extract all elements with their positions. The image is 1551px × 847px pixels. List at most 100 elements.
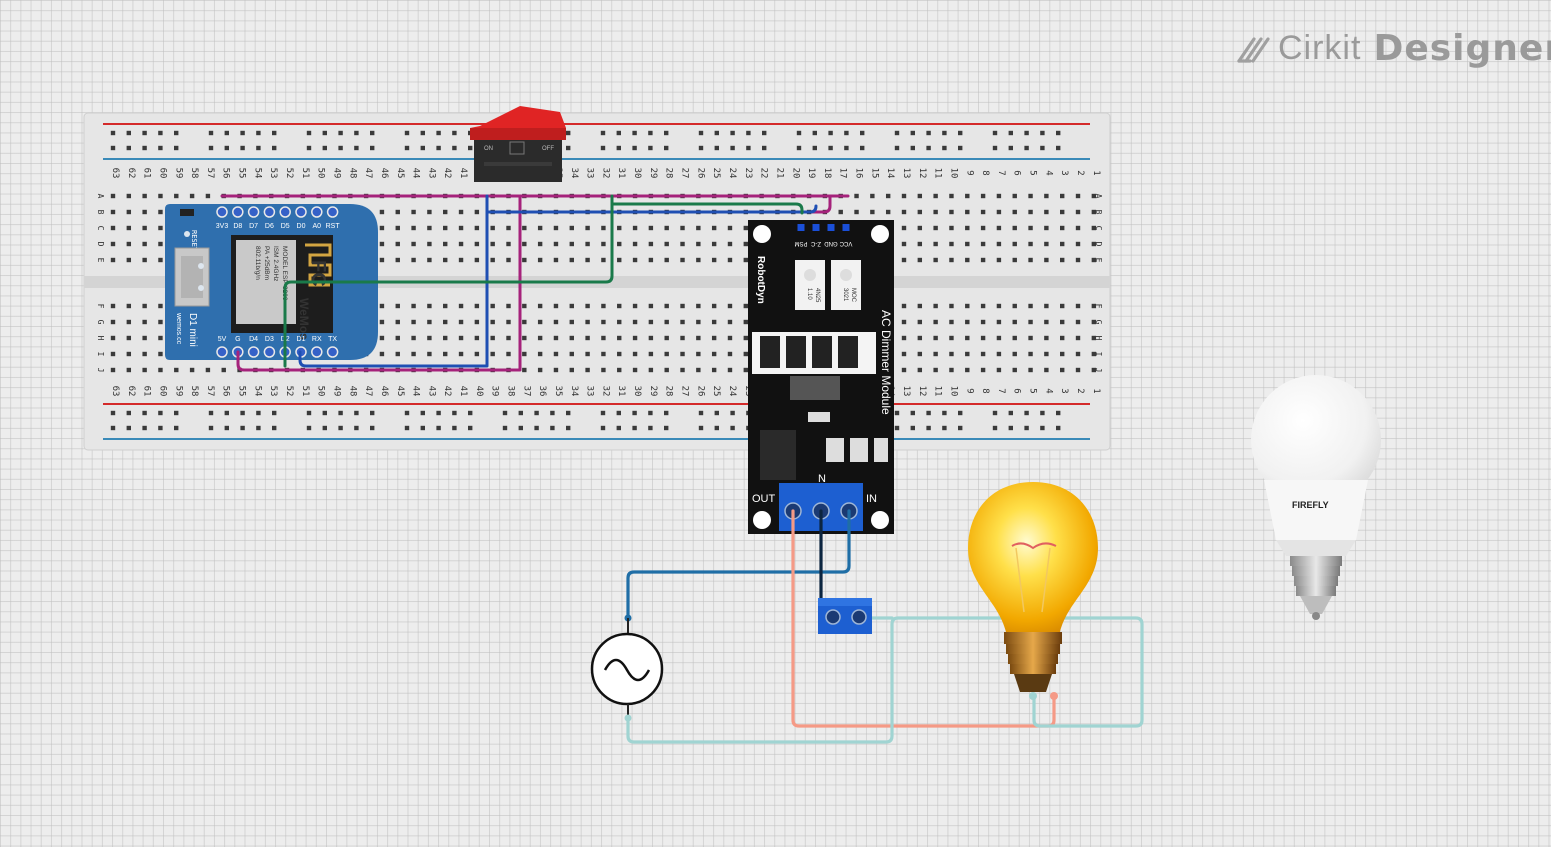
column-number: 31 [616, 168, 626, 179]
column-number: 31 [616, 386, 626, 397]
column-number: 29 [648, 168, 658, 179]
board-name: D1 mini [187, 313, 198, 347]
column-number: 24 [727, 168, 737, 179]
row-letter: C [1094, 226, 1103, 231]
reset-button-icon[interactable] [180, 209, 194, 216]
led-bulb[interactable]: FIREFLY [1251, 375, 1381, 620]
wemos-pin-d3[interactable] [263, 346, 276, 358]
column-number: 26 [695, 168, 705, 179]
firefly-brand: FIREFLY [1292, 500, 1329, 510]
column-number: 16 [854, 168, 864, 179]
terminal-block[interactable] [818, 598, 872, 634]
column-number: 24 [727, 386, 737, 397]
column-number: 35 [553, 386, 563, 397]
column-number: 23 [743, 386, 753, 397]
dimmer-pin-vcc[interactable] [842, 224, 850, 231]
module-text: MODEL ESP-8266 [281, 246, 288, 301]
mount-hole-icon [753, 225, 771, 243]
module-text: 802.11b/g/n [254, 246, 261, 280]
row-letter: I [96, 352, 105, 357]
column-number: 3 [1059, 388, 1069, 393]
column-number: 44 [411, 386, 421, 397]
wire-magenta-dimmer [518, 194, 832, 214]
column-number: 56 [221, 386, 231, 397]
terminal-screw-2[interactable] [851, 609, 867, 625]
column-number: 25 [711, 386, 721, 397]
column-number: 51 [300, 386, 310, 397]
wemos-pin-d7[interactable] [247, 206, 260, 218]
wire-blue-gnd [485, 204, 818, 214]
wemos-pin-label: D0 [297, 223, 306, 230]
column-number: 46 [379, 386, 389, 397]
column-number: 38 [506, 386, 516, 397]
column-number: 43 [426, 168, 436, 179]
optocoupler-moc3021 [831, 260, 861, 310]
column-number: 10 [948, 386, 958, 397]
terminal-screw-1[interactable] [825, 609, 841, 625]
column-number: 60 [157, 168, 167, 179]
row-letter: C [96, 226, 105, 231]
filament-icon [1011, 542, 1057, 550]
triac-icon [790, 376, 840, 400]
wemos-pin-rx[interactable] [311, 346, 323, 358]
column-number: 52 [284, 168, 294, 179]
wemos-pin-a0[interactable] [311, 206, 323, 218]
row-letter: G [96, 320, 105, 325]
wemos-pin-d6[interactable] [263, 206, 276, 218]
out-label: OUT [752, 493, 776, 505]
column-number: 30 [632, 168, 642, 179]
column-number: 20 [790, 168, 800, 179]
wemos-pin-label: D5 [281, 223, 290, 230]
module-text: ISM 2.4GHz [272, 246, 279, 281]
column-number: 39 [490, 386, 500, 397]
dimmer-pin-gnd[interactable] [827, 224, 835, 231]
column-number: 4 [1043, 170, 1053, 175]
wemos-pin-3v3[interactable] [216, 206, 228, 218]
wemos-pin-d4[interactable] [247, 346, 260, 358]
wemos-pin-label: D4 [249, 336, 258, 343]
column-number: 28 [664, 168, 674, 179]
watermark: Cirkit Designer [1236, 28, 1551, 69]
antenna-trace [305, 243, 332, 287]
column-number: 8 [980, 388, 990, 393]
board-url: wemos.cc [175, 312, 182, 345]
column-number: 37 [521, 386, 531, 397]
wemos-pin-rst[interactable] [326, 206, 339, 218]
column-number: 61 [142, 168, 152, 179]
column-number: 50 [316, 168, 326, 179]
column-number: 41 [458, 386, 468, 397]
row-letter: E [1094, 258, 1103, 263]
column-number: 3 [1059, 170, 1069, 175]
column-number: 10 [948, 168, 958, 179]
wemos-pin-d0[interactable] [295, 206, 307, 218]
ic1-label: 4N25 [814, 288, 820, 303]
row-letter: B [96, 210, 105, 215]
wemos-pin-label: D8 [233, 223, 242, 230]
wemos-pin-label: D6 [265, 223, 274, 230]
column-number: 56 [221, 168, 231, 179]
column-number: 57 [205, 168, 215, 179]
column-number: 6 [1012, 388, 1022, 393]
wemos-pin-5v[interactable] [216, 346, 228, 358]
column-number: 63 [110, 168, 120, 179]
dimmer-pin-psm[interactable] [797, 224, 805, 231]
ic1-sub-label: 1.10 [806, 288, 812, 300]
column-number: 9 [964, 388, 974, 393]
mount-hole-icon [871, 225, 889, 243]
row-letter: D [1094, 242, 1103, 247]
column-number: 62 [126, 386, 136, 397]
column-number: 51 [300, 168, 310, 179]
module-text: PA +25dBm [263, 246, 270, 280]
rocker-switch[interactable]: ON OFF [470, 106, 566, 182]
dimmer-pin-z-c[interactable] [812, 224, 820, 231]
incandescent-bulb[interactable] [968, 482, 1098, 700]
wemos-pin-tx[interactable] [326, 346, 339, 358]
wemos-pin-d5[interactable] [279, 206, 291, 218]
ic2-label: MOC [850, 288, 856, 303]
ac-power-source[interactable] [590, 614, 664, 722]
wemos-pin-d8[interactable] [232, 206, 244, 218]
